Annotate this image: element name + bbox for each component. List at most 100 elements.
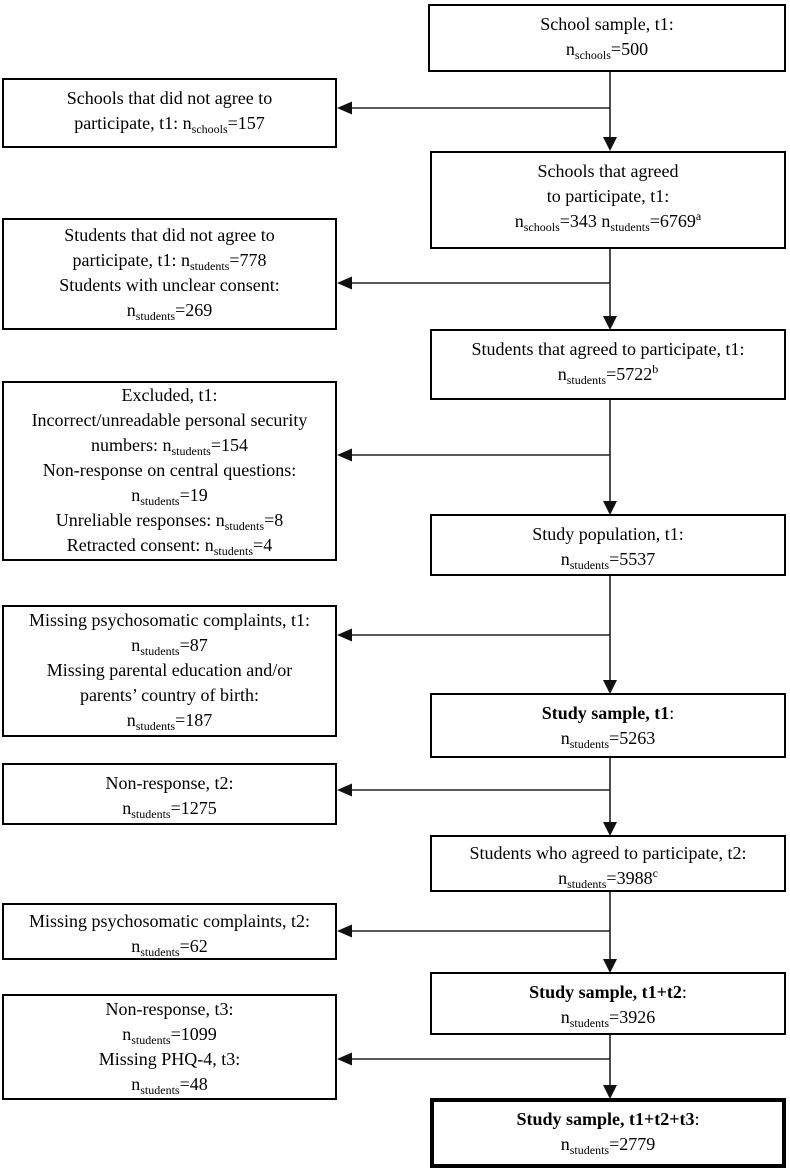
box-text-line: Study sample, t1: <box>436 701 780 726</box>
bold-text: Study sample, t1+t2 <box>529 982 682 1002</box>
plain-text: Unreliable responses: n <box>55 510 225 530</box>
plain-text: participate, t1: n <box>72 250 190 270</box>
subscript-text: students <box>135 719 176 733</box>
arrowhead-down-icon <box>603 680 617 694</box>
plain-text: n <box>565 39 575 59</box>
plain-text: Students with unclear consent: <box>59 275 280 295</box>
box-text-line: nstudents=87 <box>8 633 331 658</box>
box-text-line: Missing psychosomatic complaints, t1: <box>8 608 331 633</box>
plain-text: =5537 <box>609 549 656 569</box>
arrowhead-down-icon <box>603 137 617 151</box>
plain-text: =4 <box>253 535 273 555</box>
plain-text: Excluded, t1: <box>121 385 218 405</box>
plain-text: Non-response, t3: <box>105 999 234 1019</box>
box-text-line: Study population, t1: <box>436 522 780 547</box>
plain-text: numbers: n <box>91 435 172 455</box>
arrowhead-left-icon <box>337 628 352 642</box>
box-text-line: participate, t1: nstudents=778 <box>8 248 331 273</box>
plain-text: n <box>131 635 141 655</box>
subscript-text: students <box>569 1143 610 1157</box>
box-missing-data-t2: Missing psychosomatic complaints, t2:nst… <box>2 903 337 960</box>
plain-text: =154 <box>210 435 248 455</box>
plain-text: : <box>681 982 687 1002</box>
plain-text: Students that agreed to participate, t1: <box>471 339 745 359</box>
subscript-text: students <box>189 259 230 273</box>
plain-text: =2779 <box>609 1134 656 1154</box>
plain-text: =500 <box>610 39 649 59</box>
box-text-line: nstudents=5537 <box>436 547 780 572</box>
plain-text: =6769 <box>649 211 696 231</box>
box-text-line: nstudents=2779 <box>438 1132 778 1157</box>
plain-text: =48 <box>179 1074 208 1094</box>
plain-text: =1099 <box>170 1024 217 1044</box>
plain-text: Study population, t1: <box>532 524 684 544</box>
box-text-line: nstudents=5722b <box>436 362 780 387</box>
box-text-line: Non-response, t3: <box>8 997 331 1022</box>
subscript-text: students <box>569 558 610 572</box>
box-text-line: Retracted consent: nstudents=4 <box>8 533 331 558</box>
plain-text: n <box>126 300 136 320</box>
box-text-line: nstudents=48 <box>8 1072 331 1097</box>
box-text-line: Study sample, t1+t2: <box>436 980 780 1005</box>
box-school-sample-t1: School sample, t1: nschools=500 <box>428 4 786 72</box>
arrowheads <box>337 101 617 1099</box>
plain-text: n <box>122 798 132 818</box>
box-text-line: parents’ country of birth: <box>8 683 331 708</box>
box-text-line: Missing PHQ-4, t3: <box>8 1047 331 1072</box>
subscript-text: students <box>140 945 180 959</box>
plain-text: n <box>560 549 570 569</box>
plain-text: =3926 <box>609 1007 656 1027</box>
box-students-agreed-t2: Students who agreed to participate, t2: n… <box>430 835 786 892</box>
box-non-response-t2: Non-response, t2:nstudents=1275 <box>2 763 337 825</box>
plain-text: School sample, t1: <box>540 14 674 34</box>
plain-text: Incorrect/unreadable personal security <box>31 410 308 430</box>
subscript-text: students <box>140 1083 180 1097</box>
subscript-text: students <box>224 519 265 533</box>
box-text-line: Missing parental education and/or <box>8 658 331 683</box>
plain-text: n <box>514 211 524 231</box>
box-text-line: nschools=500 <box>434 37 780 62</box>
arrowhead-left-icon <box>337 783 352 797</box>
plain-text: n <box>557 364 567 384</box>
box-text-line: nstudents=3988c <box>436 866 780 891</box>
plain-text: Schools that did not agree to <box>66 88 273 108</box>
box-students-agreed-t1: Students that agreed to participate, t1:… <box>430 329 786 400</box>
box-text-line: Schools that did not agree to <box>8 86 331 111</box>
box-text-line: participate, t1: nschools=157 <box>8 111 331 136</box>
plain-text: =62 <box>179 936 208 956</box>
plain-text: to participate, t1: <box>546 186 670 206</box>
box-study-sample-t1: Study sample, t1:nstudents=5263 <box>430 693 786 758</box>
plain-text: =1275 <box>170 798 217 818</box>
box-text-line: numbers: nstudents=154 <box>8 433 331 458</box>
plain-text: =19 <box>179 485 208 505</box>
subscript-text: students <box>569 737 610 751</box>
plain-text: parents’ country of birth: <box>79 685 260 705</box>
box-text-line: Non-response, t2: <box>8 771 331 796</box>
box-text-line: Missing psychosomatic complaints, t2: <box>8 909 331 934</box>
subscript-text: schools <box>574 48 611 62</box>
bold-text: Study sample, t1 <box>541 703 670 723</box>
plain-text: n <box>131 1074 141 1094</box>
box-text-line: Excluded, t1: <box>8 383 331 408</box>
box-text-line: nstudents=5263 <box>436 726 780 751</box>
superscript-note: a <box>695 209 702 223</box>
arrowhead-down-icon <box>603 501 617 515</box>
subscript-text: students <box>610 220 650 234</box>
subscript-text: schools <box>523 220 560 234</box>
box-text-line: nstudents=269 <box>8 298 331 323</box>
plain-text: =778 <box>229 250 267 270</box>
box-text-line: Students that did not agree to <box>8 223 331 248</box>
arrowhead-left-icon <box>337 448 352 462</box>
plain-text: n <box>560 728 570 748</box>
box-text-line: Non-response on central questions: <box>8 458 331 483</box>
subscript-text: students <box>567 877 607 891</box>
plain-text: n <box>122 1024 132 1044</box>
box-text-line: nschools=343 nstudents=6769a <box>436 209 780 234</box>
plain-text: n <box>558 868 568 888</box>
plain-text: Missing parental education and/or <box>46 660 293 680</box>
plain-text: Students who agreed to participate, t2: <box>469 843 747 863</box>
subscript-text: students <box>135 309 176 323</box>
subscript-text: students <box>213 544 254 558</box>
